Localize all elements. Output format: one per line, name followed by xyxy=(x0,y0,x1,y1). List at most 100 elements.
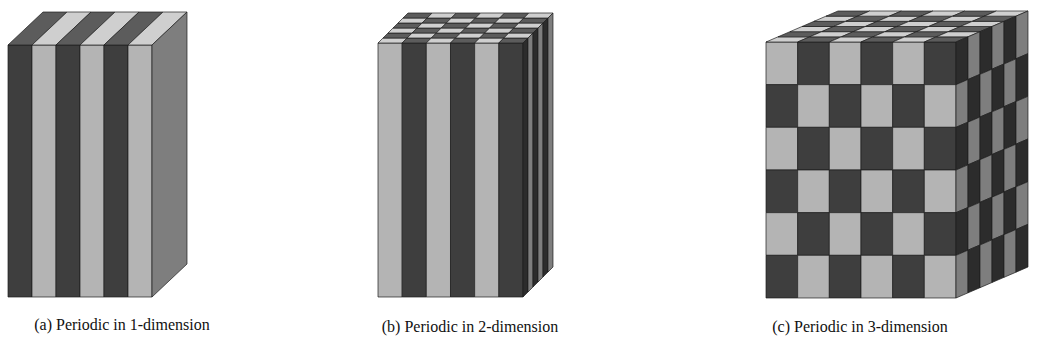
periodic-cube xyxy=(378,13,553,297)
cube-cell xyxy=(980,155,992,203)
cube-cell xyxy=(893,213,925,256)
cube-cell xyxy=(1016,54,1028,102)
cube-cell xyxy=(924,42,956,85)
cube-cell xyxy=(798,42,830,85)
cube-cell xyxy=(956,122,968,170)
cube-cell xyxy=(798,127,830,170)
cube-cell xyxy=(893,127,925,170)
cube-cell xyxy=(861,213,893,256)
cube-cell xyxy=(538,23,543,282)
cube-cell xyxy=(766,213,798,256)
figure-caption: (a) Periodic in 1-dimension xyxy=(34,316,210,334)
cube-cell xyxy=(924,170,956,213)
cube-cell xyxy=(992,149,1004,197)
cube-cell xyxy=(378,43,402,297)
cube-cell xyxy=(992,107,1004,155)
cube-cell xyxy=(861,255,893,298)
cube-cell xyxy=(861,42,893,85)
cube-cell xyxy=(861,127,893,170)
cube-cell xyxy=(56,45,80,297)
cube-cell xyxy=(968,160,980,208)
cube-cell xyxy=(992,64,1004,112)
cube-cell xyxy=(968,245,980,293)
cube-cell xyxy=(1004,102,1016,150)
cube-cell xyxy=(152,12,187,297)
front-face xyxy=(766,42,956,298)
cube-cell xyxy=(924,85,956,128)
cube-cell xyxy=(893,255,925,298)
cube-cell xyxy=(1016,96,1028,144)
cube-cell xyxy=(968,117,980,165)
cube-cell xyxy=(980,112,992,160)
cube-cell xyxy=(766,42,798,85)
cube-cell xyxy=(893,170,925,213)
cube-cell xyxy=(8,45,32,297)
cube-cell xyxy=(1004,16,1016,64)
cube-cell xyxy=(968,74,980,122)
cube-cell xyxy=(829,213,861,256)
cube-cell xyxy=(893,85,925,128)
cube-cell xyxy=(1016,11,1028,59)
cube-cell xyxy=(1004,59,1016,107)
cube-cell xyxy=(451,43,475,297)
cube-cell xyxy=(104,45,128,297)
cube-cell xyxy=(980,240,992,288)
cube-cell xyxy=(798,85,830,128)
cube-cell xyxy=(1004,144,1016,192)
cube-cell xyxy=(956,165,968,213)
cube-cell xyxy=(956,250,968,298)
cube-cell xyxy=(533,28,538,287)
cube-cell xyxy=(523,38,528,297)
cube-cell xyxy=(829,170,861,213)
cube-cell xyxy=(992,21,1004,69)
cube-cell xyxy=(861,85,893,128)
side-face xyxy=(956,11,1028,298)
cube-cell xyxy=(968,32,980,80)
top-face xyxy=(378,13,553,43)
cube-cell xyxy=(956,37,968,85)
cube-cell xyxy=(426,43,450,297)
cube-cell xyxy=(924,255,956,298)
cube-cell xyxy=(798,255,830,298)
cube-cell xyxy=(80,45,104,297)
cube-cell xyxy=(766,127,798,170)
cube-cell xyxy=(980,197,992,245)
side-face xyxy=(523,13,553,297)
cube-cell xyxy=(1016,224,1028,272)
cube-cell xyxy=(924,213,956,256)
cube-cell xyxy=(798,213,830,256)
figure-caption: (b) Periodic in 2-dimension xyxy=(382,318,558,336)
cube-cell xyxy=(968,202,980,250)
cube-cell xyxy=(829,85,861,128)
cube-cell xyxy=(829,127,861,170)
cube-cell xyxy=(499,43,523,297)
cube-cell xyxy=(1016,139,1028,187)
cube-cell xyxy=(1004,187,1016,235)
cube-cell xyxy=(32,45,56,297)
cube-cell xyxy=(766,85,798,128)
periodic-cube xyxy=(766,11,1028,298)
cube-cell xyxy=(893,42,925,85)
cube-cell xyxy=(475,43,499,297)
cube-cell xyxy=(956,207,968,255)
cube-cell xyxy=(924,127,956,170)
side-face xyxy=(152,12,187,297)
cube-cell xyxy=(980,69,992,117)
cube-cell xyxy=(829,255,861,298)
cube-cell xyxy=(766,170,798,213)
front-face xyxy=(378,43,523,297)
figure-caption: (c) Periodic in 3-dimension xyxy=(772,318,948,336)
cube-cell xyxy=(402,43,426,297)
cube-cell xyxy=(992,192,1004,240)
cube-cell xyxy=(128,45,152,297)
cube-cell xyxy=(766,255,798,298)
cube-cell xyxy=(1004,230,1016,278)
cube-cell xyxy=(528,33,533,292)
cube-cell xyxy=(980,27,992,75)
cube-cell xyxy=(548,13,553,272)
cube-cell xyxy=(829,42,861,85)
cube-cell xyxy=(861,170,893,213)
cube-cell xyxy=(992,235,1004,283)
cube-cell xyxy=(956,79,968,127)
